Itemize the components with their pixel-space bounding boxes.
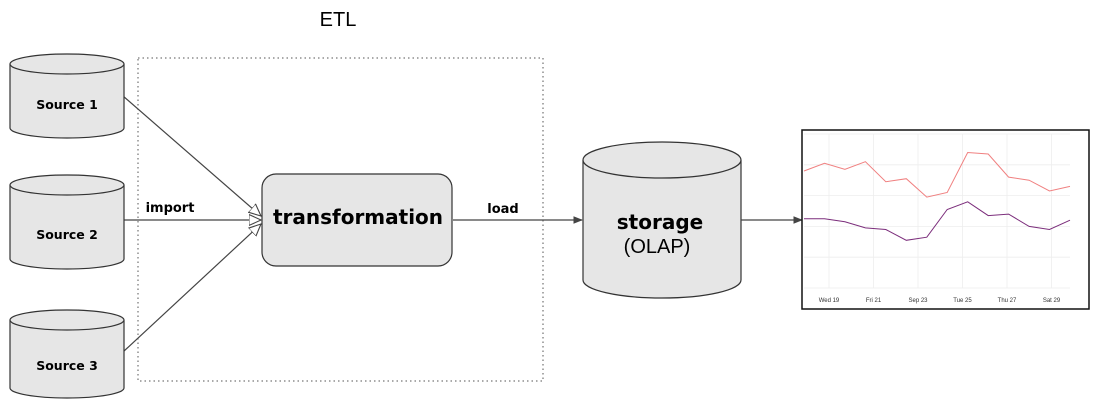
- chart-x-tick-label: Fri 21: [866, 298, 882, 304]
- source-1-label: Source 1: [36, 97, 98, 112]
- chart-thumbnail: Wed 19 Fri 21 Sep 23 Tue 25 Thu 27 Sat 29: [801, 129, 1090, 310]
- chart-x-tick-label: Sat 29: [1043, 298, 1061, 304]
- source-2-node: Source 2: [9, 174, 125, 270]
- storage-sublabel: (OLAP): [624, 236, 691, 258]
- chart-series-line-2: [804, 201, 1071, 241]
- edge-source1-transformation: [122, 95, 261, 216]
- chart-x-tick-label: Sep 23: [908, 298, 928, 304]
- chart-frame: [801, 129, 1090, 310]
- chart-x-tick-label: Thu 27: [998, 298, 1017, 304]
- etl-title: ETL: [320, 9, 357, 31]
- chart-x-tick-label: Tue 25: [953, 298, 972, 304]
- edge-source3-transformation: [122, 224, 261, 353]
- import-edges: [122, 95, 261, 353]
- chart-x-tick-label: Wed 19: [819, 298, 840, 304]
- source-3-node: Source 3: [9, 309, 125, 399]
- import-label: import: [146, 201, 195, 216]
- source-2-label: Source 2: [36, 227, 98, 242]
- chart-series-line-1: [803, 151, 1071, 198]
- transformation-label: transformation: [273, 205, 443, 229]
- chart-grid: [804, 133, 1070, 289]
- source-3-label: Source 3: [36, 358, 98, 373]
- chart-x-axis: Wed 19 Fri 21 Sep 23 Tue 25 Thu 27 Sat 29: [819, 298, 1061, 304]
- chart-series: [803, 151, 1071, 241]
- transformation-node: transformation: [261, 173, 453, 267]
- storage-node: storage (OLAP): [582, 141, 742, 299]
- etl-boundary: [137, 57, 544, 382]
- load-label: load: [487, 202, 518, 217]
- storage-label: storage: [617, 210, 703, 234]
- source-1-node: Source 1: [9, 53, 125, 139]
